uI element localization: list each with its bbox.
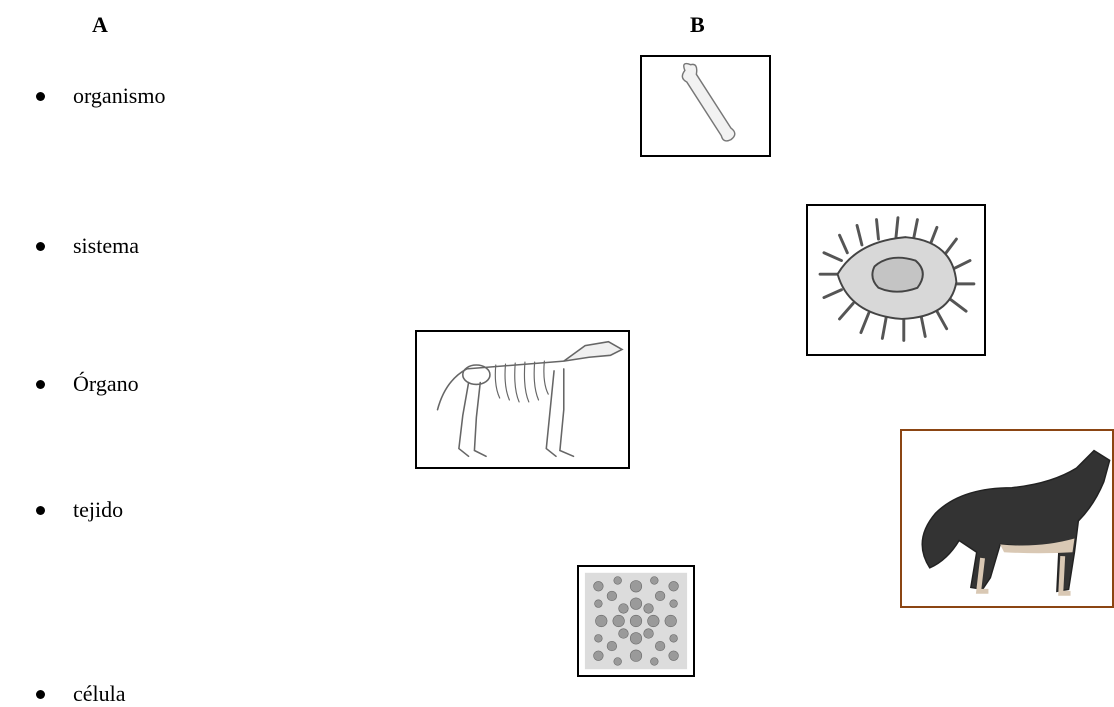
bullet-icon [36, 379, 45, 389]
bone-image [640, 55, 771, 157]
list-item: tejido [36, 497, 123, 523]
item-label-celula: célula [73, 681, 126, 706]
list-item: sistema [36, 233, 139, 259]
bullet-icon [36, 91, 45, 101]
list-item: célula [36, 681, 126, 707]
skeleton-image [415, 330, 630, 469]
column-b-heading: B [690, 12, 705, 37]
item-label-organo: Órgano [73, 371, 139, 396]
bone-icon [681, 62, 736, 142]
list-item: organismo [36, 83, 165, 109]
cell-icon [818, 216, 976, 342]
item-label-organismo: organismo [73, 83, 166, 108]
item-label-tejido: tejido [73, 497, 124, 522]
bullet-icon [36, 241, 45, 251]
tissue-image [577, 565, 695, 677]
item-label-sistema: sistema [73, 233, 139, 258]
bullet-icon [36, 505, 45, 515]
list-item: Órgano [36, 371, 139, 397]
skeleton-icon [436, 340, 624, 458]
wolf-icon [921, 449, 1111, 596]
cell-image [806, 204, 986, 356]
column-a-heading: A [92, 12, 108, 37]
wolf-image [900, 429, 1114, 608]
bullet-icon [36, 689, 45, 699]
tissue-icon [584, 572, 688, 670]
